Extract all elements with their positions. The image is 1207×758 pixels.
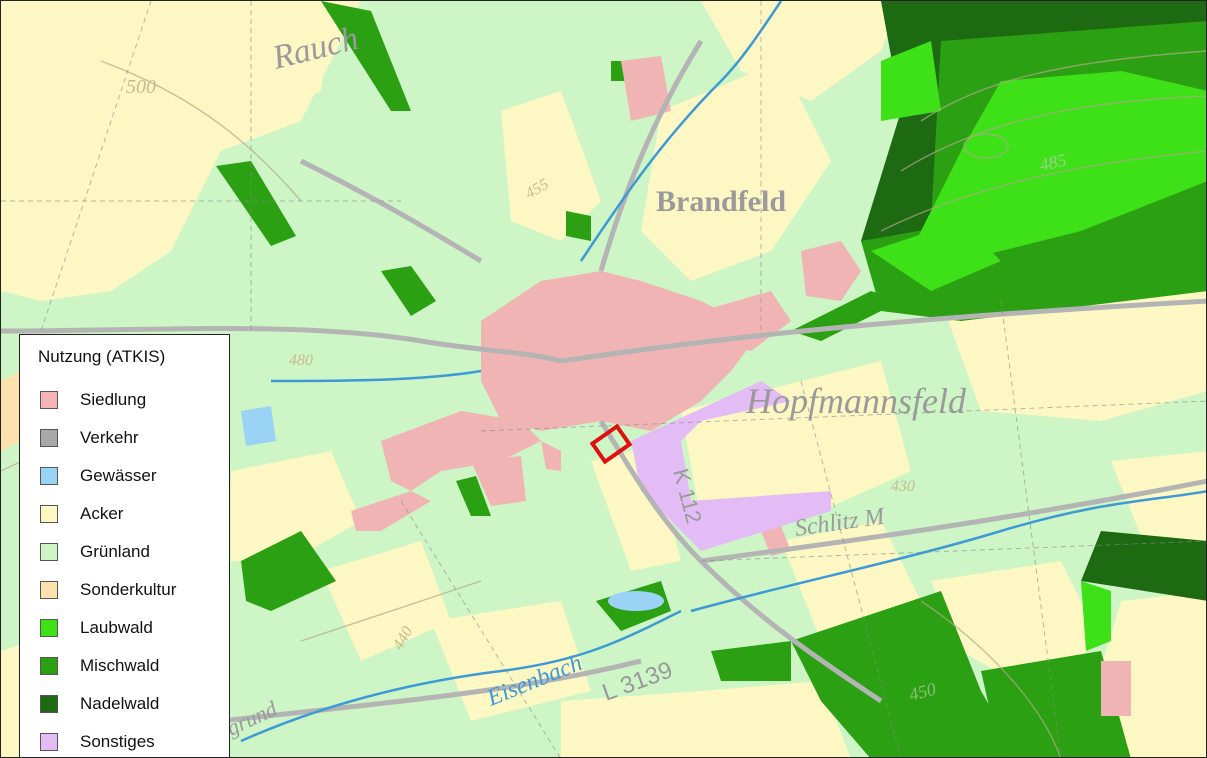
nadelwald-swatch-icon [40,695,58,713]
sonstiges-areas [631,381,831,551]
label-hopfmannsfeld: Hopfmannsfeld [745,381,967,421]
legend-label: Acker [80,504,124,523]
legend-title: Nutzung (ATKIS) [38,347,166,366]
legend-item: Gewässer [38,457,215,495]
gewaesser-areas [241,406,664,611]
legend-label: Sonderkultur [80,580,177,599]
rivers [240,1,1206,743]
legend-item: Siedlung [38,381,215,419]
legend-label: Laubwald [80,618,153,637]
sonderkultur-areas [1,371,21,451]
elevation-480: 480 [289,352,313,369]
gruenland-swatch-icon [40,543,58,561]
sonderkultur-swatch-icon [40,581,58,599]
legend-label: Verkehr [80,428,139,447]
legend-label: Siedlung [80,390,147,409]
verkehr-swatch-icon [40,429,58,447]
acker-swatch-icon [40,505,58,523]
legend-item: Grünland [38,533,215,571]
legend-item: Nadelwald [38,685,215,723]
elevation-500: 500 [126,76,156,98]
label-brandfeld: Brandfeld [656,185,786,218]
legend-item: Sonderkultur [38,571,215,609]
legend-label: Sonstiges [80,732,155,751]
legend-label: Nadelwald [80,694,160,713]
site-marker[interactable] [589,423,633,465]
sonstiges-swatch-icon [40,733,58,751]
legend-label: Grünland [80,542,150,561]
laubwald-areas [871,41,1206,651]
legend-item: Verkehr [38,419,215,457]
laubwald-swatch-icon [40,619,58,637]
legend-label: Mischwald [80,656,160,675]
mischwald-swatch-icon [40,657,58,675]
legend-item: Mischwald [38,647,215,685]
legend-item: Acker [38,495,215,533]
siedlung-swatch-icon [40,391,58,409]
legend-label: Gewässer [80,466,157,485]
gewaesser-swatch-icon [40,467,58,485]
legend-item: Sonstiges [38,723,215,757]
elevation-430: 430 [891,478,915,495]
legend-item: Laubwald [38,609,215,647]
